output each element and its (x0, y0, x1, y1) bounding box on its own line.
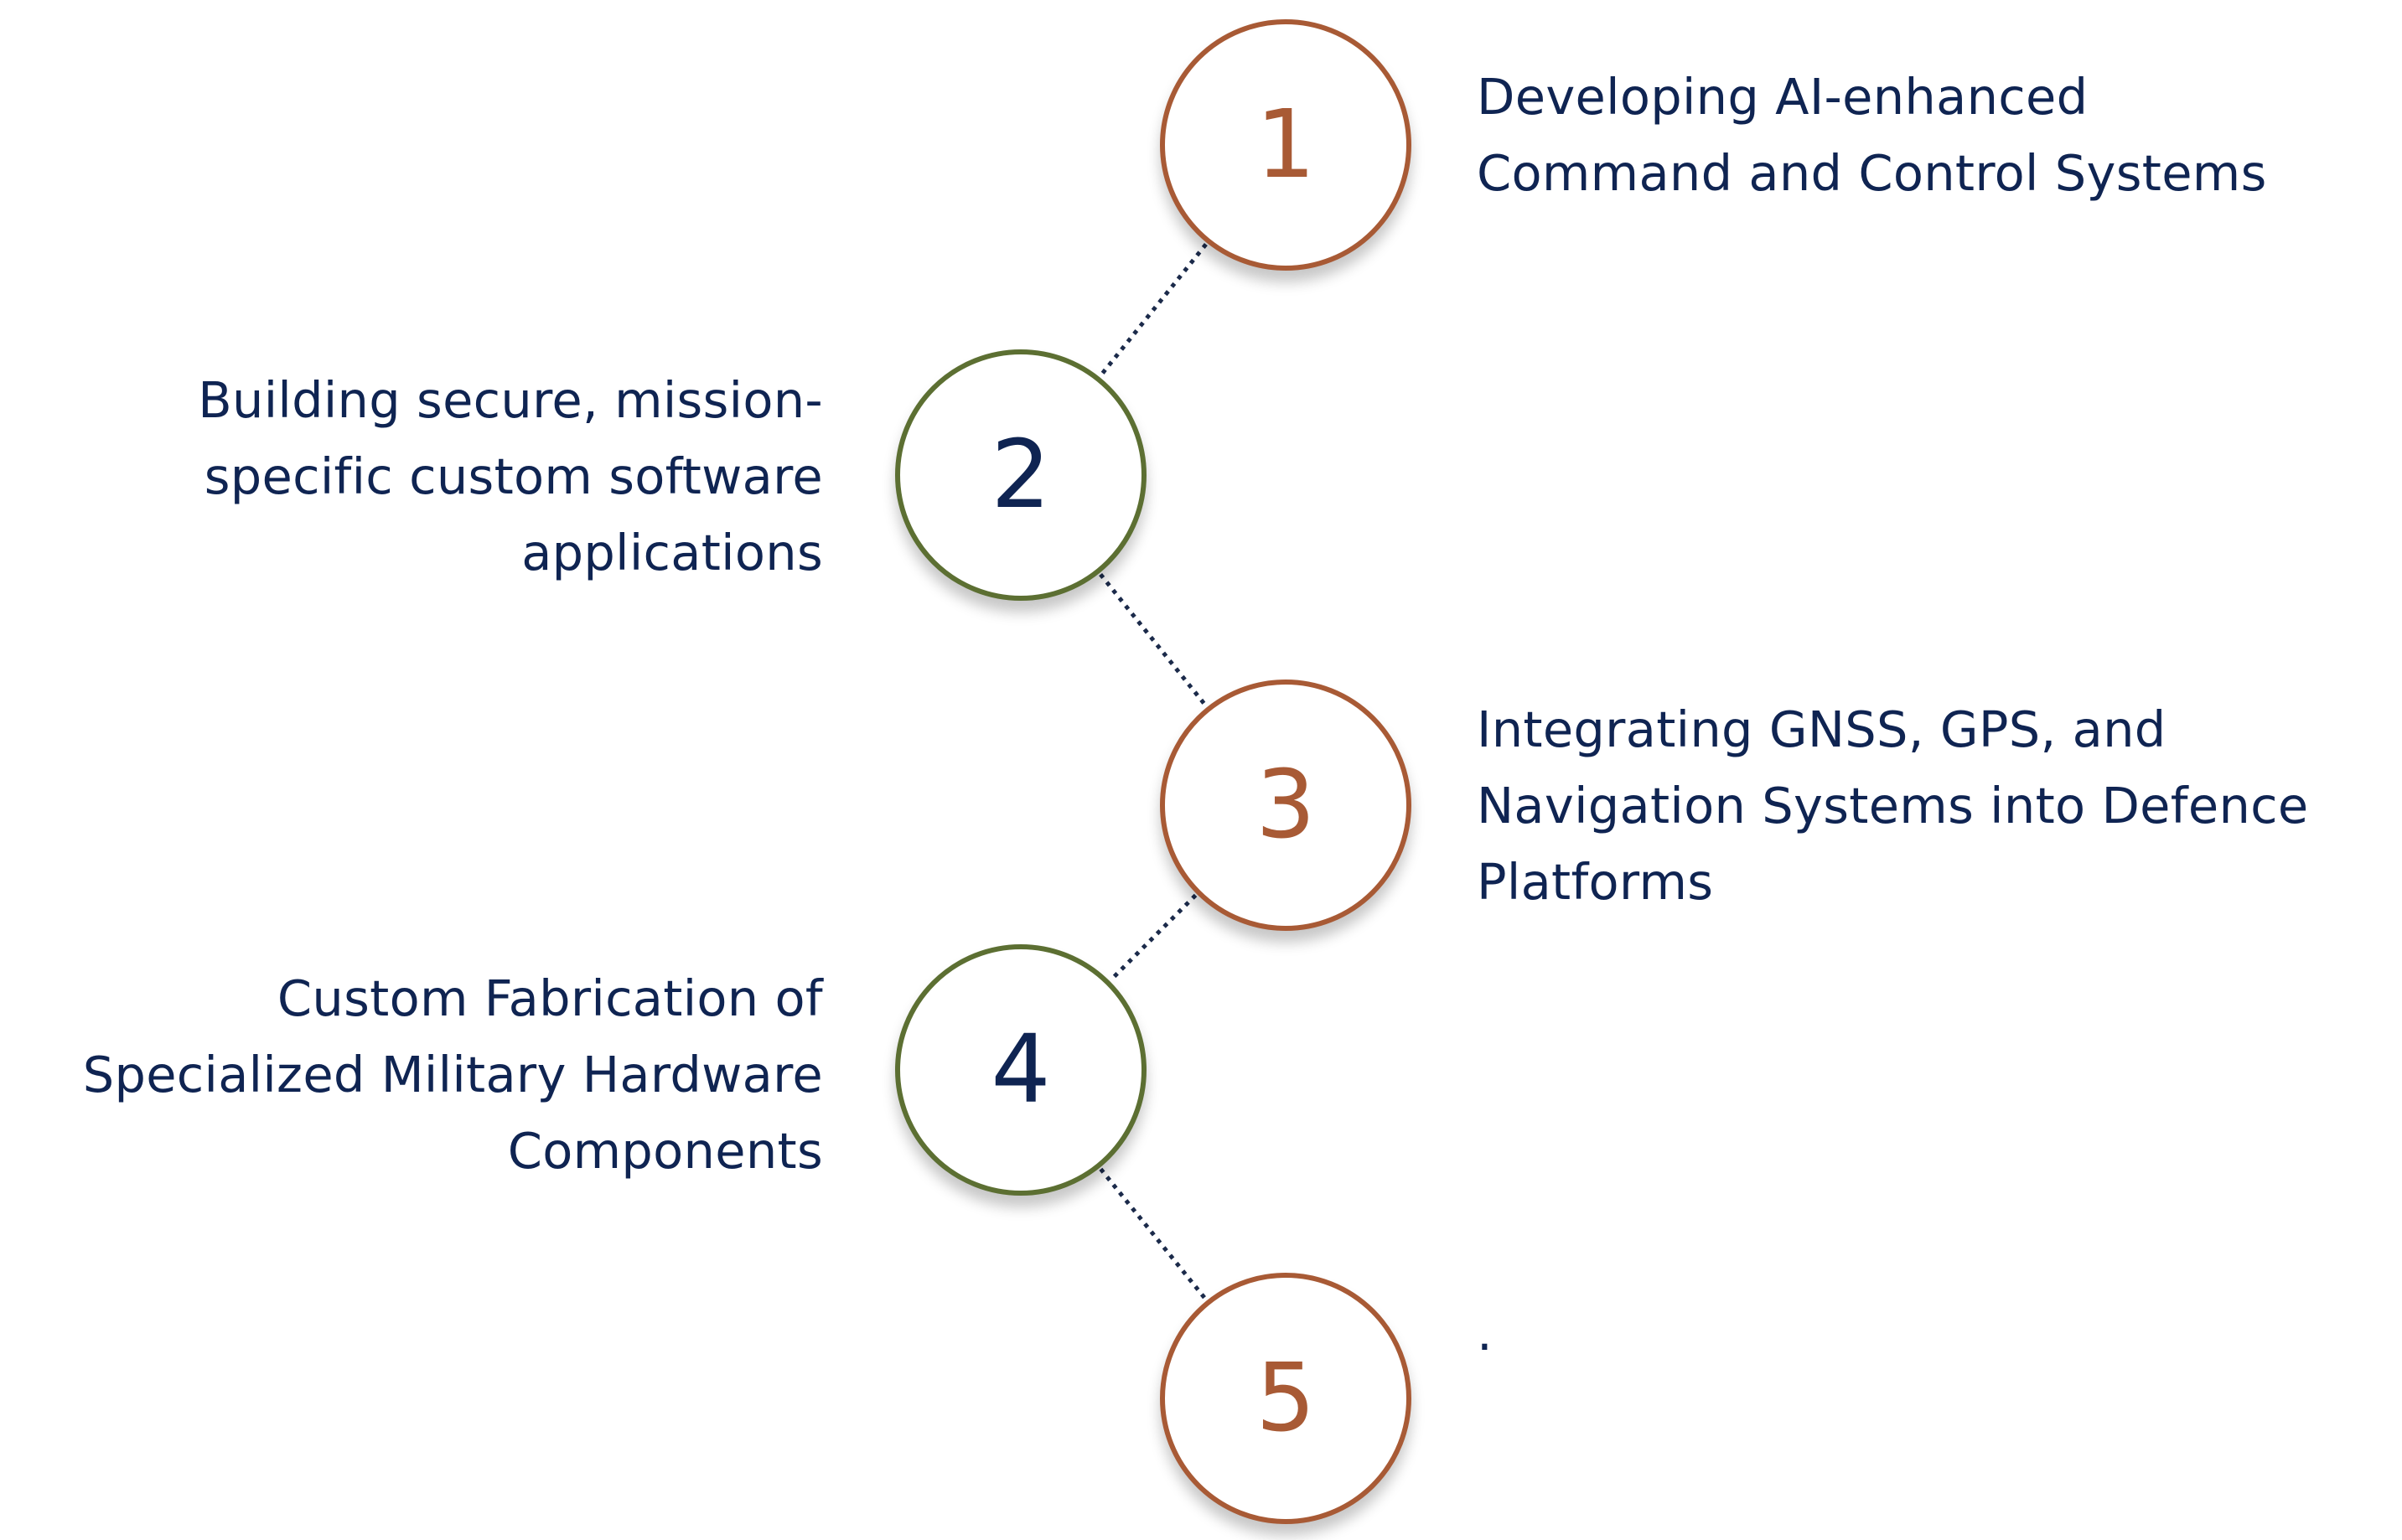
connector-line-3-4 (1109, 893, 1198, 982)
step-description-line: Developing AI-enhanced (1477, 68, 2089, 126)
step-circle-5: 5 (1160, 1273, 1411, 1524)
step-description-4: Custom Fabrication of Specialized Militar… (83, 960, 823, 1189)
step-description-line: . (1477, 1304, 1493, 1362)
step-description-2: Building secure, mission-specific custom… (198, 362, 823, 591)
step-description-line: Navigation Systems into Defence (1477, 777, 2309, 835)
step-circle-3: 3 (1160, 680, 1411, 931)
step-circle-4: 4 (895, 944, 1147, 1196)
step-number: 4 (991, 1015, 1051, 1124)
connector-line-2-3 (1099, 573, 1208, 707)
step-description-5: . (1477, 1295, 1493, 1371)
step-circle-1: 1 (1160, 19, 1411, 271)
step-description-line: Building secure, mission- (198, 371, 823, 429)
step-description-line: Custom Fabrication of (277, 969, 823, 1027)
step-number: 3 (1255, 751, 1316, 860)
step-description-line: applications (521, 524, 823, 581)
step-number: 1 (1255, 90, 1316, 199)
step-description-line: Platforms (1477, 853, 1714, 911)
step-description-line: Command and Control Systems (1477, 144, 2267, 202)
step-description-line: specific custom software (204, 447, 823, 505)
step-circle-2: 2 (895, 349, 1147, 601)
step-description-line: Integrating GNSS, GPS, and (1477, 700, 2166, 758)
connector-line-1-2 (1099, 243, 1208, 377)
step-number: 2 (991, 421, 1051, 530)
step-description-line: Components (507, 1122, 823, 1180)
step-number: 5 (1255, 1344, 1316, 1453)
step-description-line: Specialized Military Hardware (82, 1046, 823, 1103)
connector-line-4-5 (1099, 1167, 1208, 1301)
